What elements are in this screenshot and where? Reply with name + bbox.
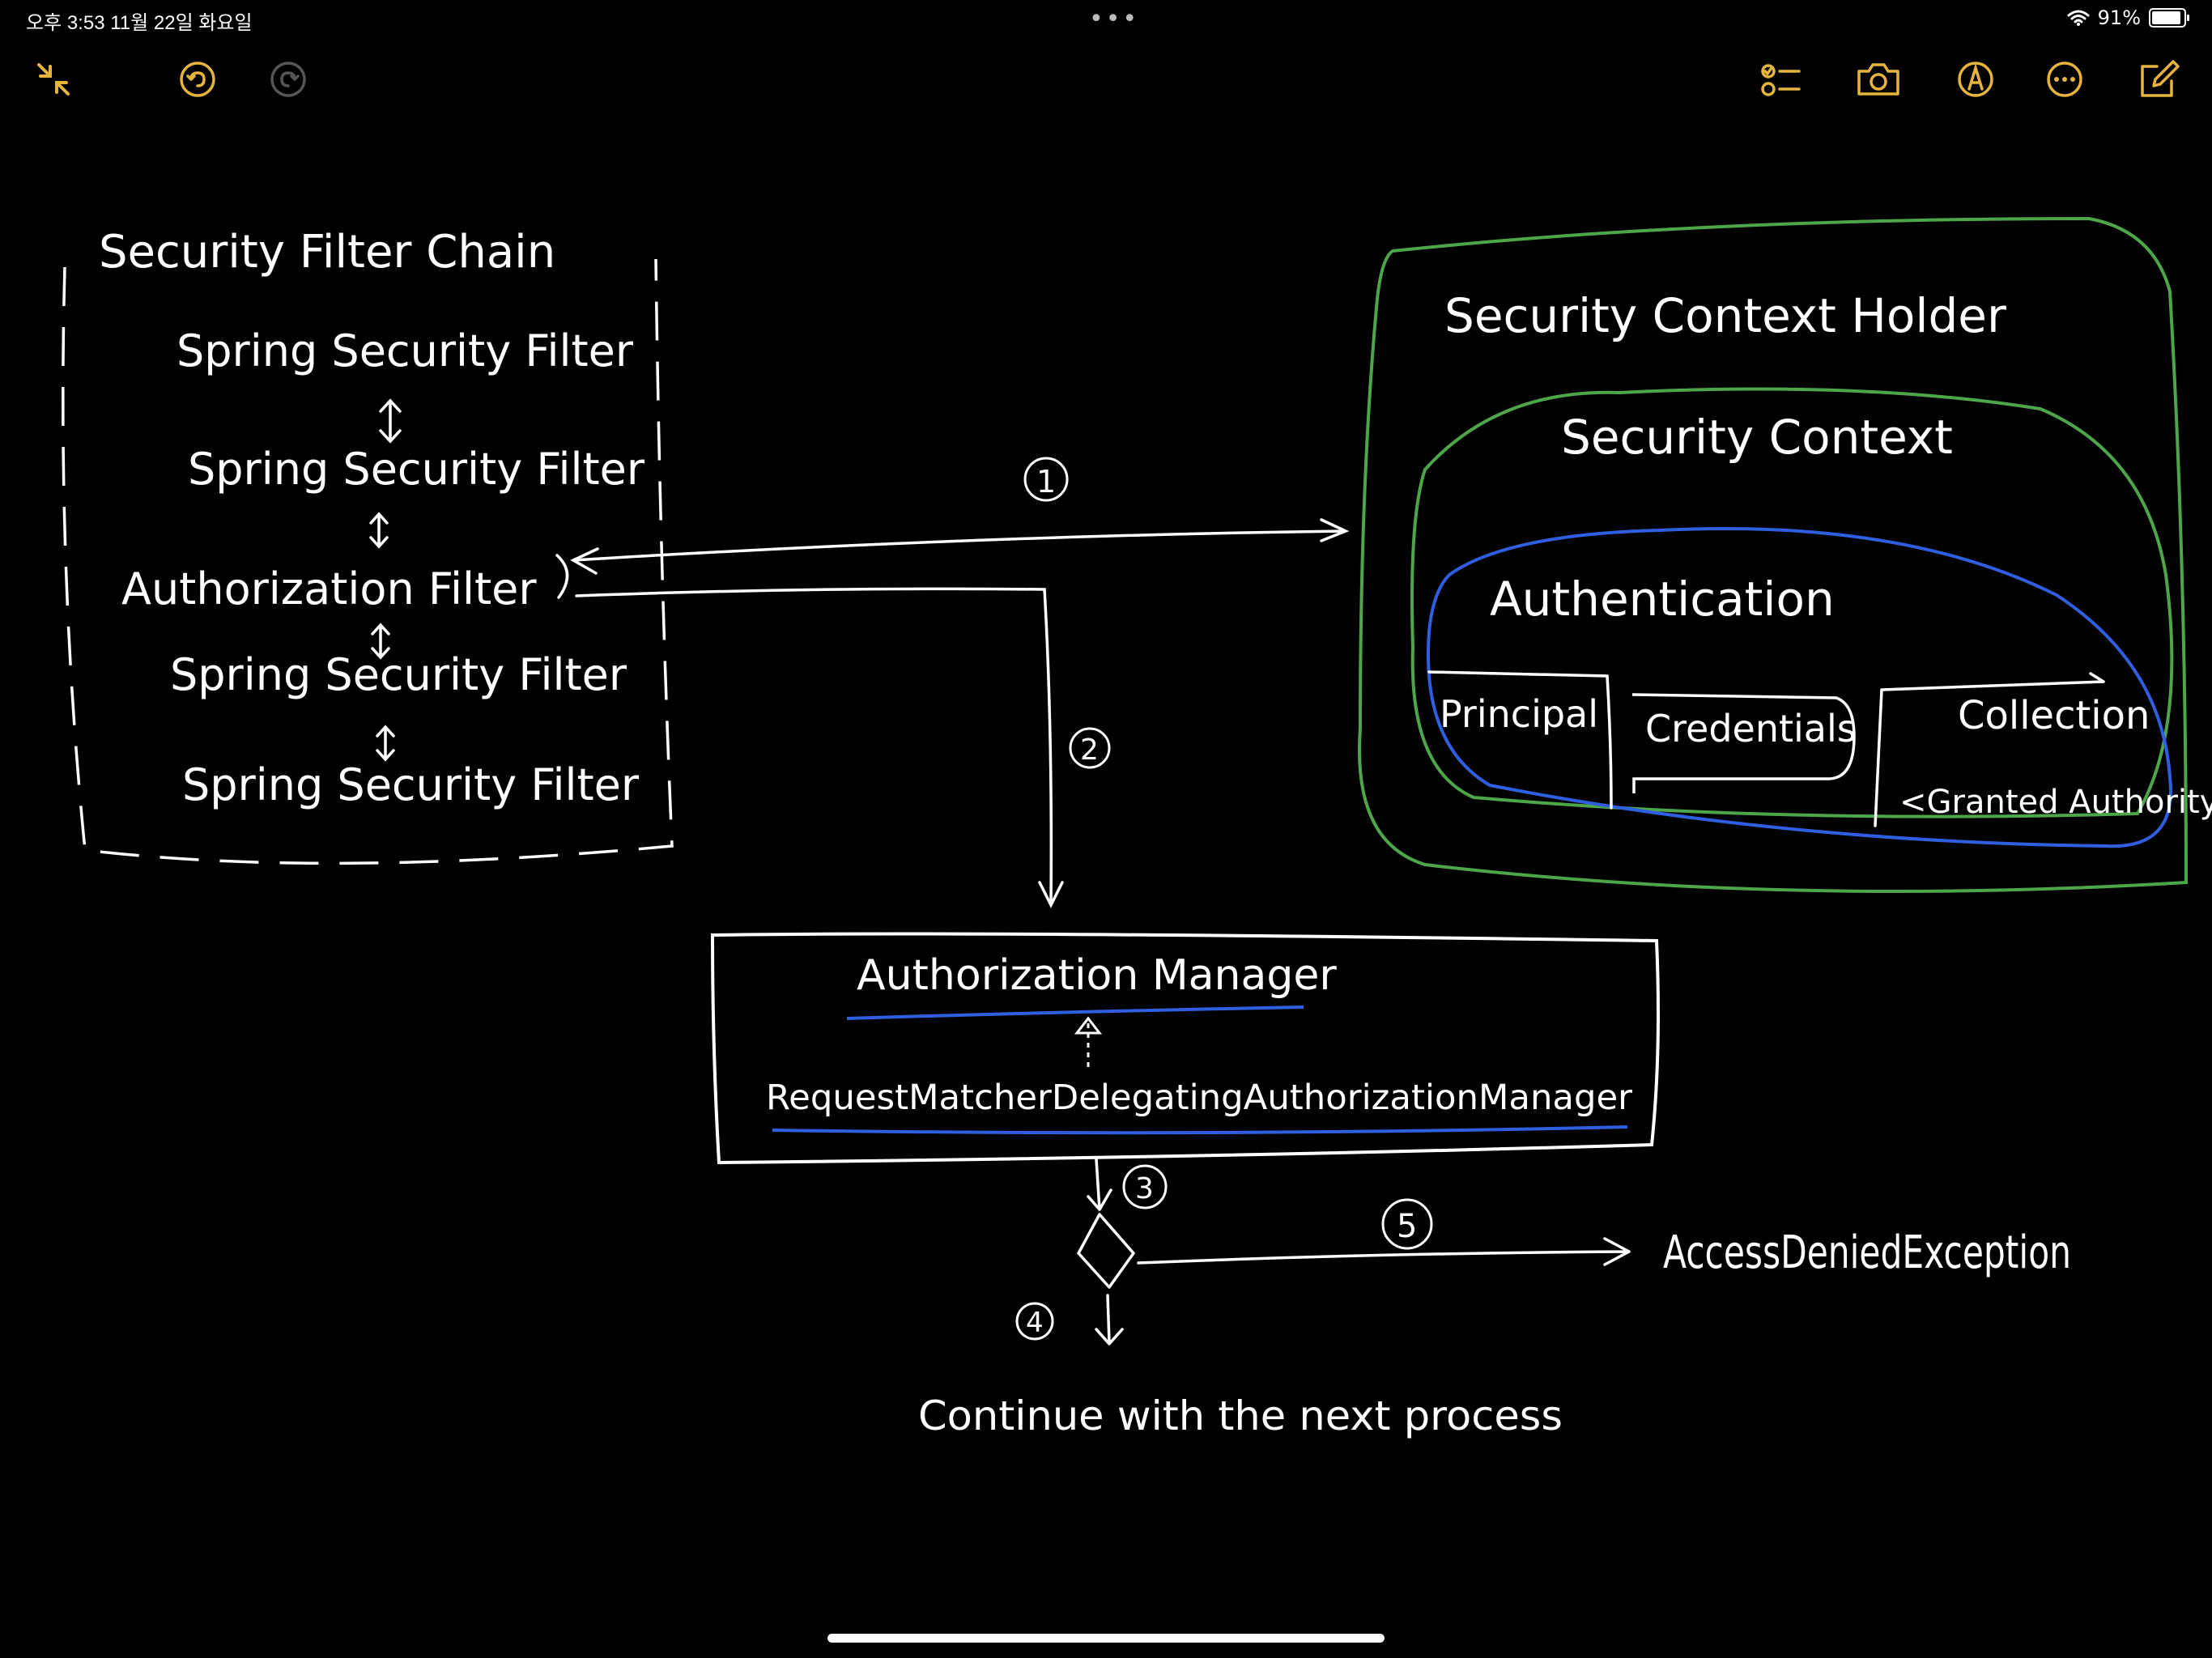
status-right: 91% <box>2067 6 2189 29</box>
authorization-manager-box <box>710 932 1660 1165</box>
collapse-icon[interactable] <box>28 53 79 105</box>
principal-label: Principal <box>1440 692 1598 736</box>
granted-authority-label: <Granted Authority> <box>1899 784 2212 821</box>
filter-arrows <box>369 398 569 762</box>
multitask-dots-icon[interactable]: ••• <box>1089 5 1140 33</box>
step-5-label: 5 <box>1397 1208 1417 1245</box>
authentication-title: Authentication <box>1490 572 1835 627</box>
step-1-label: 1 <box>1036 464 1056 500</box>
step-3-label: 3 <box>1135 1172 1154 1205</box>
security-context-outline <box>1410 387 2174 818</box>
filter-item-authorization: Authorization Filter <box>121 563 537 614</box>
step-1-circle <box>1023 457 1069 502</box>
filter-item-2: Spring Security Filter <box>188 444 645 495</box>
decision-diamond <box>1077 1158 1631 1346</box>
credentials-label: Credentials <box>1645 707 1857 750</box>
principal-box <box>1427 670 1613 810</box>
battery-percent: 91% <box>2097 6 2141 29</box>
battery-icon <box>2149 8 2189 28</box>
step-2-label: 2 <box>1080 733 1099 767</box>
arrow-step-1 <box>570 518 1350 575</box>
step-5-circle <box>1381 1198 1433 1250</box>
filter-item-4: Spring Security Filter <box>170 649 627 700</box>
status-time-date: 오후 3:53 11월 22일 화요일 <box>26 12 253 34</box>
home-indicator[interactable] <box>827 1634 1385 1643</box>
delegate-arrowhead <box>1074 1016 1103 1035</box>
filter-chain-title: Security Filter Chain <box>99 226 555 278</box>
step-3-circle <box>1122 1164 1168 1209</box>
filter-item-1: Spring Security Filter <box>177 325 634 376</box>
camera-icon[interactable] <box>1853 53 1904 105</box>
context-holder-outline <box>1358 216 2189 893</box>
markup-pen-icon[interactable] <box>1950 53 2001 105</box>
authentication-outline <box>1426 526 2172 848</box>
wifi-icon <box>2067 10 2090 26</box>
step-4-label: 4 <box>1026 1307 1044 1339</box>
compose-icon[interactable] <box>2133 53 2184 105</box>
access-denied-label: AccessDeniedException <box>1663 1226 2071 1279</box>
filter-item-5: Spring Security Filter <box>182 759 640 810</box>
continue-label: Continue with the next process <box>918 1392 1563 1439</box>
collection-box <box>1874 672 2105 827</box>
collection-label: Collection <box>1958 693 2150 738</box>
delegate-underline <box>772 1125 1628 1135</box>
step-4-circle <box>1015 1302 1054 1341</box>
step-2-circle <box>1069 727 1111 769</box>
battery-fill <box>2152 11 2180 24</box>
context-holder-title: Security Context Holder <box>1444 288 2006 343</box>
arrow-step-2 <box>575 587 1064 908</box>
checklist-icon[interactable] <box>1755 53 1807 105</box>
undo-icon[interactable] <box>172 53 223 105</box>
redo-icon[interactable] <box>262 53 314 105</box>
more-icon[interactable] <box>2039 53 2091 105</box>
status-bar: 오후 3:53 11월 22일 화요일 ••• 91% <box>0 0 2212 40</box>
credentials-box <box>1631 693 1856 793</box>
authorization-manager-title: Authorization Manager <box>857 951 1337 1000</box>
delegate-manager-label: RequestMatcherDelegatingAuthorizationMan… <box>766 1078 1632 1118</box>
filter-chain-box <box>62 258 674 865</box>
security-context-title: Security Context <box>1561 410 1953 465</box>
manager-underline <box>846 1005 1304 1020</box>
